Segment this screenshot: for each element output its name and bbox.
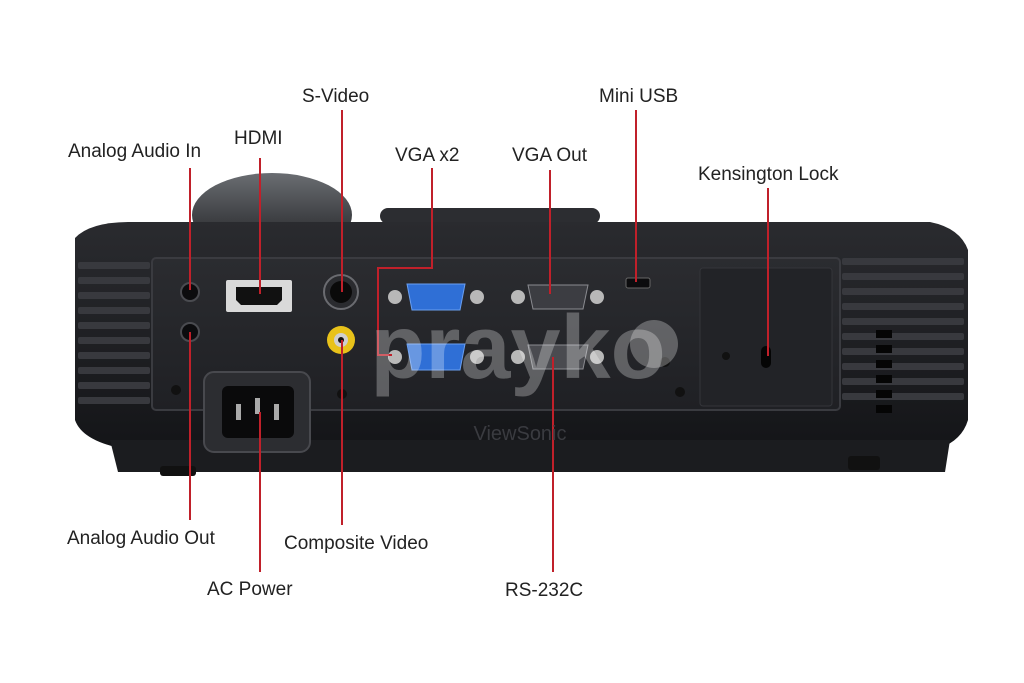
label-analog-audio-in: Analog Audio In: [68, 141, 202, 162]
top-vent: [380, 208, 600, 224]
right-vent-slats: [842, 258, 964, 400]
rs232-port: [511, 344, 604, 370]
label-hdmi: HDMI: [234, 128, 283, 149]
label-rs-232c: RS-232C: [505, 580, 584, 601]
kensington-slot: [761, 346, 771, 368]
label-kensington-lock: Kensington Lock: [698, 164, 839, 185]
right-vent-holes: [876, 330, 892, 413]
watermark: prayko: [370, 298, 665, 398]
label-vga-x2: VGA x2: [395, 145, 460, 166]
projector-base: [110, 440, 950, 472]
foot-right: [848, 456, 880, 470]
foot-left: [160, 466, 196, 476]
label-vga-out: VGA Out: [512, 145, 587, 166]
label-composite-video: Composite Video: [284, 533, 429, 554]
watermark-dot: [630, 320, 678, 368]
mini-usb-port: [625, 277, 651, 289]
brand-logo: ViewSonic: [473, 423, 566, 445]
hdmi-port: [236, 287, 282, 305]
vga-out-port: [511, 284, 604, 310]
leader-lines: [189, 110, 769, 572]
label-ac-power: AC Power: [207, 579, 293, 600]
label-s-video: S-Video: [302, 86, 370, 107]
vga-in-1: [388, 283, 484, 311]
left-vent-slats: [78, 262, 150, 404]
lock-panel: [699, 267, 833, 407]
label-analog-audio-out: Analog Audio Out: [67, 528, 215, 549]
vga-in-2: [388, 343, 484, 371]
label-mini-usb: Mini USB: [599, 86, 679, 107]
